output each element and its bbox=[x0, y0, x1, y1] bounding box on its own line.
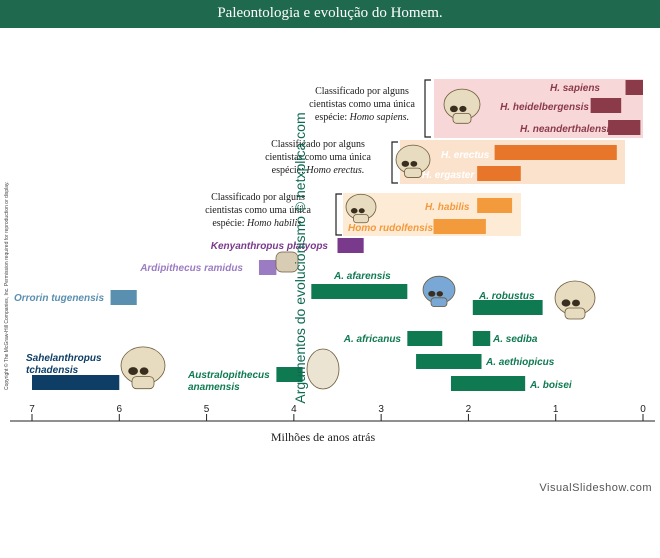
bar-australopithecus-anamensis bbox=[276, 367, 303, 382]
bar-a-aethiopicus bbox=[416, 354, 482, 369]
skull-habilis-icon bbox=[345, 193, 377, 224]
label-a-aethiopicus: A. aethiopicus bbox=[485, 357, 555, 368]
skull-afarensis-icon bbox=[422, 275, 456, 307]
bar-a-robustus bbox=[472, 300, 543, 315]
x-tick-label-5: 5 bbox=[204, 404, 210, 415]
label-h-heidelbergensis: H. heidelbergensis bbox=[500, 102, 589, 113]
skull-erectus-icon bbox=[395, 144, 431, 178]
bracket-sapiens bbox=[424, 79, 431, 138]
title-bar bbox=[0, 0, 660, 28]
label-homo-rudolfensis: Homo rudolfensis bbox=[348, 223, 433, 234]
side-credit-wrapper: Argumentos do evolucionismo © netxplica.… bbox=[289, 0, 311, 558]
bar-kenyanthropus-platyops bbox=[337, 238, 364, 253]
label-orrorin-tugenensis: Orrorin tugenensis bbox=[14, 293, 104, 304]
x-tick-label-4: 4 bbox=[291, 404, 297, 415]
page-title: Paleontologia e evolução do Homem. bbox=[217, 5, 443, 21]
bar-h-erectus bbox=[494, 145, 617, 160]
x-tick-label-1: 1 bbox=[553, 404, 559, 415]
bar-h-neanderthalensis bbox=[608, 120, 641, 135]
x-tick-label-7: 7 bbox=[29, 404, 35, 415]
bar-h-heidelbergensis bbox=[590, 98, 622, 113]
copyright-note: Copyright © The McGraw-Hill Companies, I… bbox=[4, 181, 10, 390]
label-h-habilis: H. habilis bbox=[425, 202, 470, 213]
label-h-sapiens: H. sapiens bbox=[550, 83, 600, 94]
label-a-robustus: A. robustus bbox=[478, 291, 535, 302]
side-credit-text: Argumentos do evolucionismo © netxplica.… bbox=[292, 112, 308, 403]
bar-a-afarensis bbox=[311, 284, 408, 299]
bar-h-ergaster bbox=[477, 166, 521, 181]
label-a-boisei: A. boisei bbox=[529, 380, 572, 391]
label-h-erectus: H. erectus bbox=[441, 150, 490, 161]
jaw-anamensis-icon bbox=[306, 348, 340, 390]
bar-orrorin-tugenensis bbox=[110, 290, 137, 305]
bar-sahelanthropus-tchadensis bbox=[32, 375, 120, 390]
bar-a-africanus bbox=[407, 331, 443, 346]
bar-a-sediba bbox=[472, 331, 491, 346]
skull-robustus-icon bbox=[554, 280, 596, 320]
bar-ardipithecus-ramidus bbox=[258, 260, 277, 275]
bar-a-boisei bbox=[450, 376, 526, 391]
bracket-habilis bbox=[335, 193, 342, 236]
label-h-ergaster: H. ergaster bbox=[422, 170, 475, 181]
x-tick-label-6: 6 bbox=[117, 404, 123, 415]
label-a-africanus: A. africanus bbox=[343, 334, 402, 345]
timeline-chart: H. sapiens H. heidelbergensis H. neanderth… bbox=[10, 79, 655, 444]
x-axis-label: Milhões de anos atrás bbox=[271, 430, 376, 444]
x-tick-label-2: 2 bbox=[466, 404, 472, 415]
skull-sahelanthropus-icon bbox=[120, 346, 166, 390]
label-a-afarensis: A. afarensis bbox=[333, 271, 391, 282]
label-kenyanthropus-platyops: Kenyanthropus platyops bbox=[211, 241, 329, 252]
bar-h-sapiens bbox=[625, 80, 643, 95]
label-ardipithecus-ramidus: Ardipithecus ramidus bbox=[139, 263, 243, 274]
label-a-sediba: A. sediba bbox=[492, 334, 538, 345]
watermark: VisualSlideshow.com bbox=[539, 482, 652, 494]
fossil-ardipithecus-icon bbox=[275, 251, 299, 273]
label-h-neanderthalensis: H. neanderthalensis bbox=[520, 124, 615, 135]
bracket-erectus bbox=[391, 141, 398, 184]
x-tick-label-3: 3 bbox=[378, 404, 384, 415]
bar-h-habilis bbox=[477, 198, 513, 213]
x-tick-label-0: 0 bbox=[640, 404, 646, 415]
skull-sapiens-icon bbox=[443, 88, 481, 124]
bar-homo-rudolfensis bbox=[433, 219, 486, 234]
